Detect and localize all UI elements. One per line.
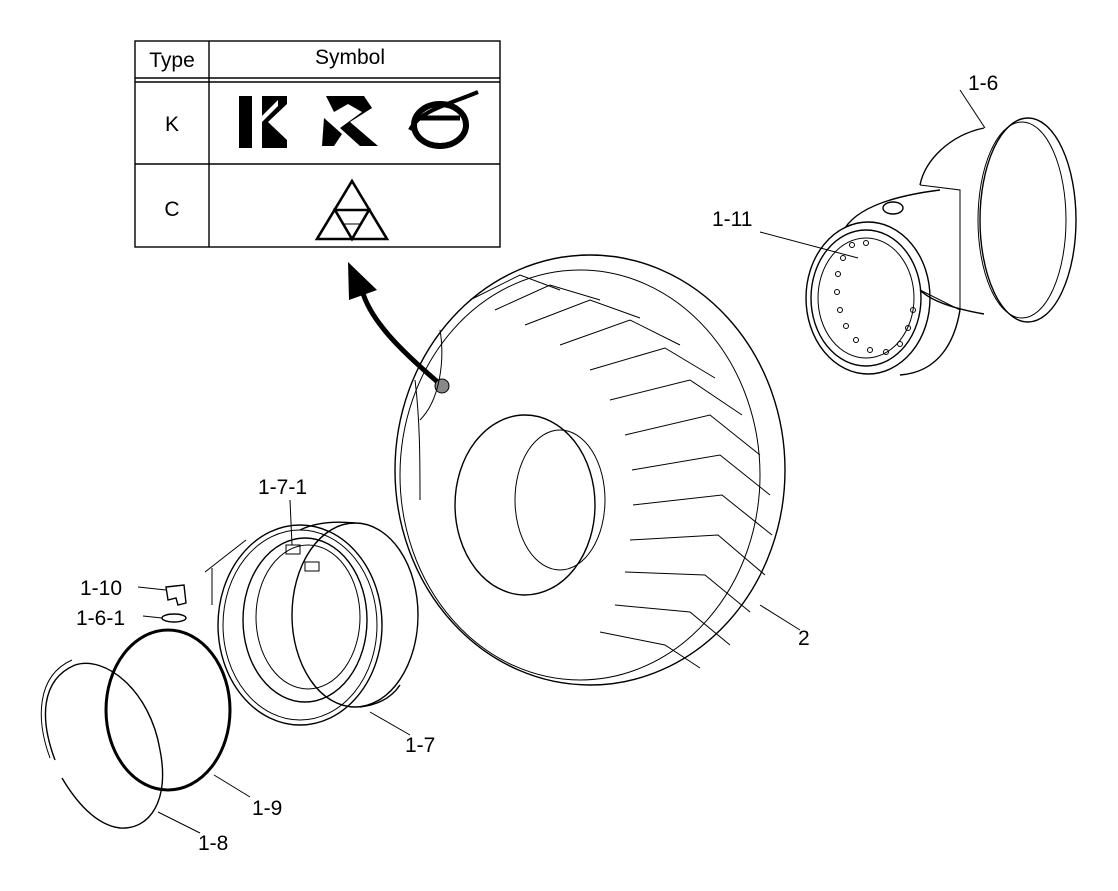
callout-1-7-1: 1-7-1 [258,476,307,499]
table-row-type-k: K [165,113,179,136]
callout-1-8: 1-8 [198,832,228,855]
callout-1-7: 1-7 [405,734,435,757]
table-header-type: Type [149,49,195,72]
callout-1-6: 1-6 [968,72,998,95]
tire-tread-pattern [414,274,773,669]
tire-assembly [394,254,801,686]
k-square-logo-icon [239,96,287,148]
callout-1-6-1: 1-6-1 [76,607,125,630]
rim-assembly [759,89,1077,376]
symbol-location-arrow [348,262,450,394]
callout-1-9: 1-9 [252,797,282,820]
callout-1-11: 1-11 [712,208,752,231]
flange-assembly [217,499,419,736]
rim-bolt-holes [834,240,916,355]
table-row-type-c: C [164,198,179,221]
snap-ring [40,659,201,834]
o-ring [104,628,251,798]
callout-1-10: 1-10 [80,577,122,600]
triforce-triangle-logo-icon [314,178,390,242]
callout-2: 2 [798,627,810,650]
globe-swoosh-logo-icon [408,90,479,149]
zigzag-logo-icon [322,96,378,146]
lock-and-key-parts [137,539,247,623]
symbol-table: Type Symbol K C [134,40,501,248]
table-header-symbol: Symbol [315,46,385,69]
